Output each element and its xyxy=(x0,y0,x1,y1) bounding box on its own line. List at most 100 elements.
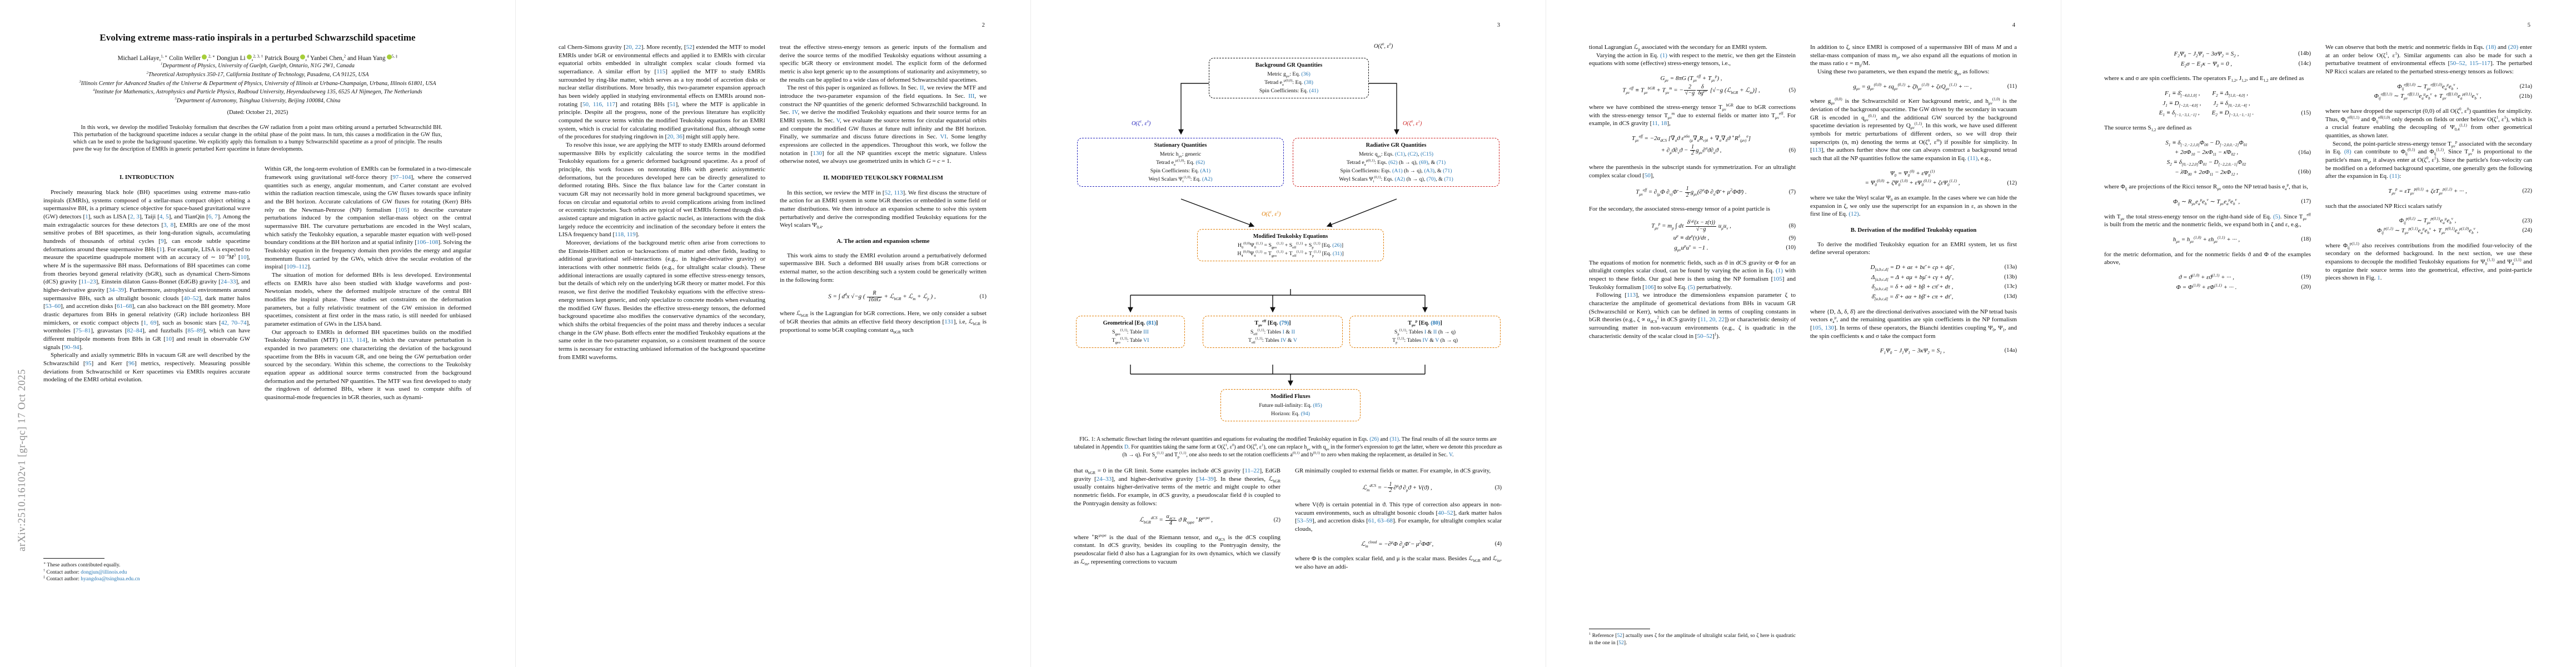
citation-link[interactable]: 52 xyxy=(686,44,692,51)
citation-link[interactable]: 10 xyxy=(240,254,247,261)
citation-link[interactable]: 82–84 xyxy=(127,327,143,335)
citation-link[interactable]: 118, 119 xyxy=(615,231,636,238)
citation-link[interactable]: 24–33 xyxy=(1096,475,1112,482)
ref-link[interactable]: (81) xyxy=(1146,320,1156,326)
ref-link[interactable]: (79) xyxy=(1279,320,1289,326)
citation-link[interactable]: 61–68 xyxy=(116,303,132,310)
ref-link[interactable]: (36) xyxy=(1301,71,1311,77)
ref-link[interactable]: (41) xyxy=(1309,87,1319,94)
citation-link[interactable]: 95 xyxy=(85,360,92,367)
citation-link[interactable]: 52, 113 xyxy=(884,189,903,196)
citation-link[interactable]: 40–52 xyxy=(183,295,199,302)
ref-link[interactable]: (31) xyxy=(1332,250,1342,257)
citation-link[interactable]: 52 xyxy=(1618,640,1624,646)
citation-link[interactable]: 130 xyxy=(813,150,822,157)
ref-link[interactable]: (70) xyxy=(1426,176,1436,182)
citation-link[interactable]: 1 xyxy=(85,213,88,220)
citation-link[interactable]: 20, 36 xyxy=(667,133,682,141)
citation-link[interactable]: 2, 3 xyxy=(130,213,139,220)
ref-link[interactable]: (26) xyxy=(1332,242,1342,248)
ref-link[interactable]: V xyxy=(1435,337,1439,344)
citation-link[interactable]: 50, 116, 117 xyxy=(582,101,616,108)
ref-link[interactable]: IV xyxy=(1422,337,1428,344)
ref-link[interactable]: (26) xyxy=(1369,436,1379,442)
citation-link[interactable]: 113, 114 xyxy=(342,337,366,344)
citation-link[interactable]: 131 xyxy=(944,318,954,326)
ref-link[interactable]: (69) xyxy=(1419,159,1428,166)
citation-link[interactable]: 113 xyxy=(1627,292,1636,299)
citation-link[interactable]: 85–89 xyxy=(187,327,203,335)
ref-link[interactable]: IV xyxy=(792,109,798,116)
ref-link[interactable]: (12) xyxy=(1848,211,1859,218)
citation-link[interactable]: 11–23 xyxy=(81,278,96,286)
ref-link[interactable]: (C2) xyxy=(1407,151,1418,157)
ref-link[interactable]: (C1) xyxy=(1394,151,1406,157)
citation-link[interactable]: 61, 63–68 xyxy=(1368,517,1393,525)
ref-link[interactable]: hyangdoa@tsinghua.edu.cn xyxy=(81,576,140,583)
ref-link[interactable]: (1) xyxy=(1776,267,1783,275)
ref-link[interactable]: V xyxy=(1449,452,1452,458)
citation-link[interactable]: 42, 70–74 xyxy=(221,319,247,326)
ref-link[interactable]: (5) xyxy=(1687,283,1695,291)
citation-link[interactable]: 24–33 xyxy=(220,278,236,286)
ref-link[interactable]: (11) xyxy=(1967,155,1978,162)
citation-link[interactable]: 50–52, 115–117 xyxy=(2450,60,2490,67)
citation-link[interactable]: 53–60 xyxy=(45,303,61,310)
citation-link[interactable]: 109–112 xyxy=(286,263,308,271)
ref-link[interactable]: III xyxy=(1143,328,1149,335)
ref-link[interactable]: dongjun@illinois.edu xyxy=(81,569,127,575)
ref-link[interactable]: II xyxy=(1433,328,1437,335)
ref-link[interactable]: D xyxy=(1124,444,1129,450)
citation-link[interactable]: 115 xyxy=(656,68,666,76)
ref-link[interactable]: (C15) xyxy=(1421,151,1434,157)
ref-link[interactable]: (62) xyxy=(1195,159,1205,166)
citation-link[interactable]: 40–52 xyxy=(1438,509,1453,516)
ref-link[interactable]: (31) xyxy=(1389,436,1399,442)
citation-link[interactable]: 34–39 xyxy=(108,286,124,293)
citation-link[interactable]: 1, 69 xyxy=(143,319,157,326)
citation-link[interactable]: 1 xyxy=(159,246,162,253)
ref-link[interactable]: (A1) xyxy=(1392,167,1403,174)
citation-link[interactable]: 105 xyxy=(1773,276,1782,283)
citation-link[interactable]: 97–104 xyxy=(392,173,411,181)
ref-link[interactable]: II xyxy=(920,84,924,92)
ref-link[interactable]: (71) xyxy=(1443,167,1452,174)
ref-link[interactable]: (62) xyxy=(1388,159,1398,166)
ref-link[interactable]: I xyxy=(1424,328,1427,335)
ref-link[interactable]: (94) xyxy=(1301,410,1310,417)
ref-link[interactable]: (20) xyxy=(2508,44,2519,51)
citation-link[interactable]: 96 xyxy=(128,360,135,367)
citation-link[interactable]: 10 xyxy=(166,335,172,342)
citation-link[interactable]: 11–22 xyxy=(1244,467,1260,474)
ref-link[interactable]: (5) xyxy=(2273,213,2280,220)
ref-link[interactable]: I xyxy=(1282,328,1284,335)
ref-link[interactable]: (80) xyxy=(1431,320,1441,326)
citation-link[interactable]: 51 xyxy=(669,101,676,108)
ref-link[interactable]: (8) xyxy=(2344,148,2351,156)
citation-link[interactable]: 106–108 xyxy=(416,239,439,246)
ref-link[interactable]: IV xyxy=(1280,337,1287,344)
ref-link[interactable]: (A2) xyxy=(1202,176,1213,182)
citation-link[interactable]: 4, 5 xyxy=(159,213,169,220)
citation-link[interactable]: 53–59 xyxy=(1297,517,1313,525)
citation-link[interactable]: 105, 130 xyxy=(1812,324,1834,331)
citation-link[interactable]: 90–94 xyxy=(63,344,79,351)
citation-link[interactable]: 6, 7 xyxy=(208,213,218,220)
citation-link[interactable]: 113 xyxy=(1812,147,1821,154)
ref-link[interactable]: (85) xyxy=(1313,402,1322,409)
ref-link[interactable]: III xyxy=(968,93,975,100)
ref-link[interactable]: (A3) xyxy=(1424,167,1435,174)
ref-link[interactable]: V xyxy=(1293,337,1298,344)
citation-link[interactable]: 50–52 xyxy=(1697,332,1713,340)
ref-link[interactable]: (71) xyxy=(1436,159,1446,166)
ref-link[interactable]: II xyxy=(1291,328,1296,335)
citation-link[interactable]: 3, 8 xyxy=(163,221,174,228)
ref-link[interactable]: (11) xyxy=(2389,173,2400,180)
ref-link[interactable]: V xyxy=(836,117,840,125)
ref-link[interactable]: VI xyxy=(940,133,947,141)
citation-link[interactable]: 106 xyxy=(1645,283,1654,291)
citation-link[interactable]: 75–81 xyxy=(75,327,91,335)
citation-link[interactable]: 34–39 xyxy=(1198,475,1214,482)
ref-link[interactable]: (71) xyxy=(1444,176,1453,182)
ref-link[interactable]: (18) xyxy=(2485,44,2497,51)
